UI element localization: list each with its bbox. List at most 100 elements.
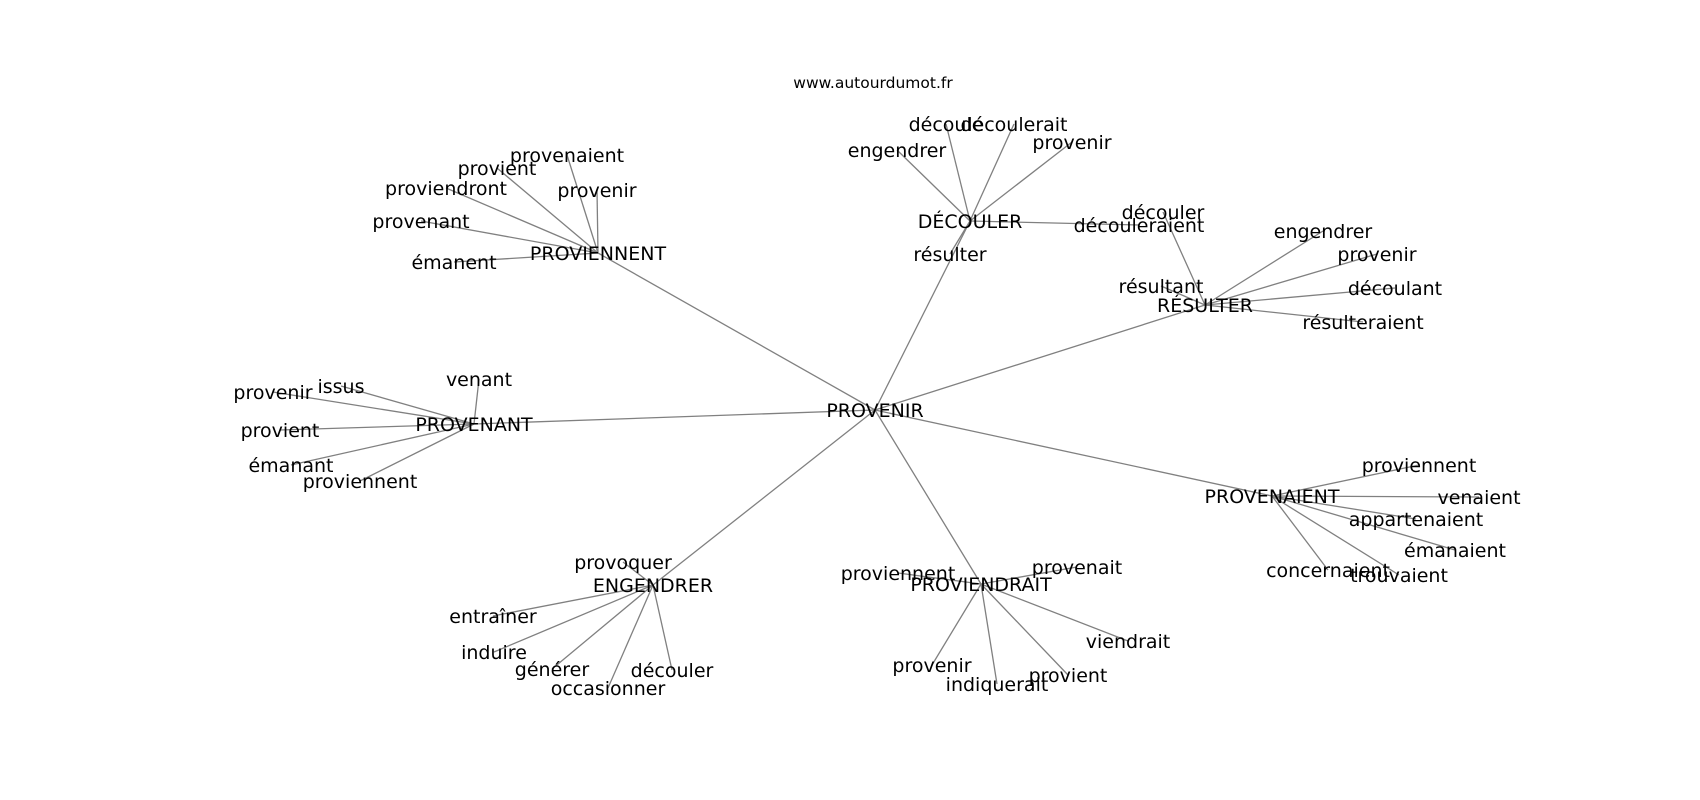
hub-word-label: ENGENDRER [593, 575, 713, 597]
edge-root-to-hub [652, 409, 876, 586]
edge-hub-to-leaf [897, 572, 982, 585]
leaf-word-label: induire [461, 642, 527, 664]
edge-root-to-hub [874, 409, 982, 585]
graph-labels: www.autourdumot.fr provenaientprovientpr… [233, 74, 1520, 700]
leaf-word-label: découlerait [960, 114, 1067, 136]
leaf-word-label: occasionner [551, 678, 666, 700]
edge-hub-to-leaf [980, 566, 1078, 585]
edge-hub-to-leaf [453, 252, 599, 263]
edge-hub-to-leaf [949, 220, 971, 255]
root-word-label: PROVENIR [826, 400, 923, 422]
leaf-word-label: engendrer [1274, 221, 1373, 243]
edge-hub-to-leaf [1271, 495, 1417, 520]
edge-hub-to-leaf [969, 220, 1140, 226]
leaf-word-label: découlant [1348, 278, 1442, 300]
leaf-word-label: viendrait [1086, 631, 1171, 653]
hub-word-label: PROVENAIENT [1205, 486, 1340, 508]
leaf-word-label: concernaient [1266, 560, 1390, 582]
leaf-word-label: engendrer [848, 140, 947, 162]
edge-hub-to-leaf [1271, 495, 1480, 498]
leaf-word-label: provenir [233, 382, 312, 404]
leaf-word-label: émanant [248, 455, 333, 477]
edge-hub-to-leaf [980, 583, 1069, 676]
leaf-word-label: provient [1029, 665, 1108, 687]
edge-hub-to-leaf [445, 187, 599, 254]
leaf-word-label: provenait [1032, 557, 1122, 579]
leaf-word-label: découler [631, 660, 714, 682]
edge-hub-to-leaf [1162, 211, 1206, 306]
edge-hub-to-leaf [566, 154, 599, 254]
leaf-word-label: provenir [892, 655, 971, 677]
edge-hub-to-leaf [279, 423, 475, 431]
edge-hub-to-leaf [980, 583, 1129, 642]
edge-hub-to-leaf [1271, 495, 1456, 551]
site-url: www.autourdumot.fr [793, 74, 953, 92]
leaf-word-label: proviennent [1362, 455, 1477, 477]
leaf-word-label: venaient [1437, 487, 1520, 509]
hub-word-label: DÉCOULER [918, 210, 1023, 233]
leaf-word-label: provenir [1337, 244, 1416, 266]
edge-hub-to-leaf [1204, 230, 1324, 306]
leaf-word-label: proviendront [385, 178, 507, 200]
leaf-word-label: émanent [411, 252, 496, 274]
leaf-word-label: entraîner [449, 606, 537, 628]
edge-hub-to-leaf [359, 423, 475, 482]
leaf-word-label: émanaient [1404, 540, 1506, 562]
edge-hub-to-leaf [652, 584, 673, 671]
edge-root-to-hub [874, 220, 971, 411]
edge-hub-to-leaf [931, 583, 982, 666]
leaf-word-label: provient [458, 158, 537, 180]
leaf-word-label: provoquer [574, 552, 672, 574]
edge-hub-to-leaf [1271, 464, 1420, 497]
leaf-word-label: découler [1122, 202, 1205, 224]
leaf-word-label: résulter [913, 244, 986, 266]
hub-word-label: PROVENANT [415, 414, 533, 436]
edge-hub-to-leaf [290, 423, 475, 466]
hub-word-label: RÉSULTER [1157, 294, 1253, 317]
leaf-word-label: venant [446, 369, 512, 391]
hub-word-label: PROVIENDRAIT [910, 574, 1052, 596]
edge-hub-to-leaf [473, 378, 480, 425]
edge-root-to-hub [473, 409, 876, 425]
edge-hub-to-leaf [420, 220, 599, 254]
edge-hub-to-leaf [1271, 495, 1400, 576]
leaf-word-label: provenant [372, 211, 469, 233]
edge-hub-to-leaf [272, 391, 475, 425]
edge-hub-to-leaf [492, 584, 654, 617]
edge-hub-to-leaf [969, 141, 1073, 222]
leaf-word-label: provenir [557, 180, 636, 202]
leaf-word-label: résulteraient [1302, 312, 1423, 334]
edge-root-to-hub [597, 252, 876, 411]
edge-hub-to-leaf [1204, 287, 1396, 306]
edge-hub-to-leaf [493, 584, 654, 653]
leaf-word-label: appartenaient [1349, 509, 1484, 531]
edge-hub-to-leaf [1204, 304, 1364, 323]
leaf-word-label: découleraient [1074, 215, 1205, 237]
leaf-word-label: trouvaient [1350, 565, 1448, 587]
edge-hub-to-leaf [340, 385, 475, 425]
hub-word-label: PROVIENNENT [530, 243, 667, 265]
edge-root-to-hub [874, 409, 1273, 497]
edge-hub-to-leaf [896, 149, 971, 222]
edge-hub-to-leaf [622, 561, 654, 586]
edge-hub-to-leaf [1204, 253, 1378, 306]
leaf-word-label: générer [515, 659, 590, 681]
leaf-word-label: issus [317, 376, 364, 398]
edge-hub-to-leaf [1160, 285, 1206, 306]
leaf-word-label: proviennent [841, 563, 956, 585]
leaf-word-label: résultant [1119, 276, 1204, 298]
leaf-word-label: provenaient [510, 145, 624, 167]
edge-hub-to-leaf [980, 583, 998, 685]
edge-hub-to-leaf [596, 189, 599, 254]
leaf-word-label: découle [909, 114, 984, 136]
edge-hub-to-leaf [607, 584, 654, 689]
leaf-word-label: indiquerait [946, 674, 1049, 696]
graph-edges [272, 123, 1480, 689]
edge-hub-to-leaf [551, 584, 654, 670]
leaf-word-label: provenir [1032, 132, 1111, 154]
edge-root-to-hub [874, 304, 1206, 411]
leaf-word-label: provient [241, 420, 320, 442]
leaf-word-label: proviennent [303, 471, 418, 493]
edge-hub-to-leaf [969, 123, 1015, 222]
